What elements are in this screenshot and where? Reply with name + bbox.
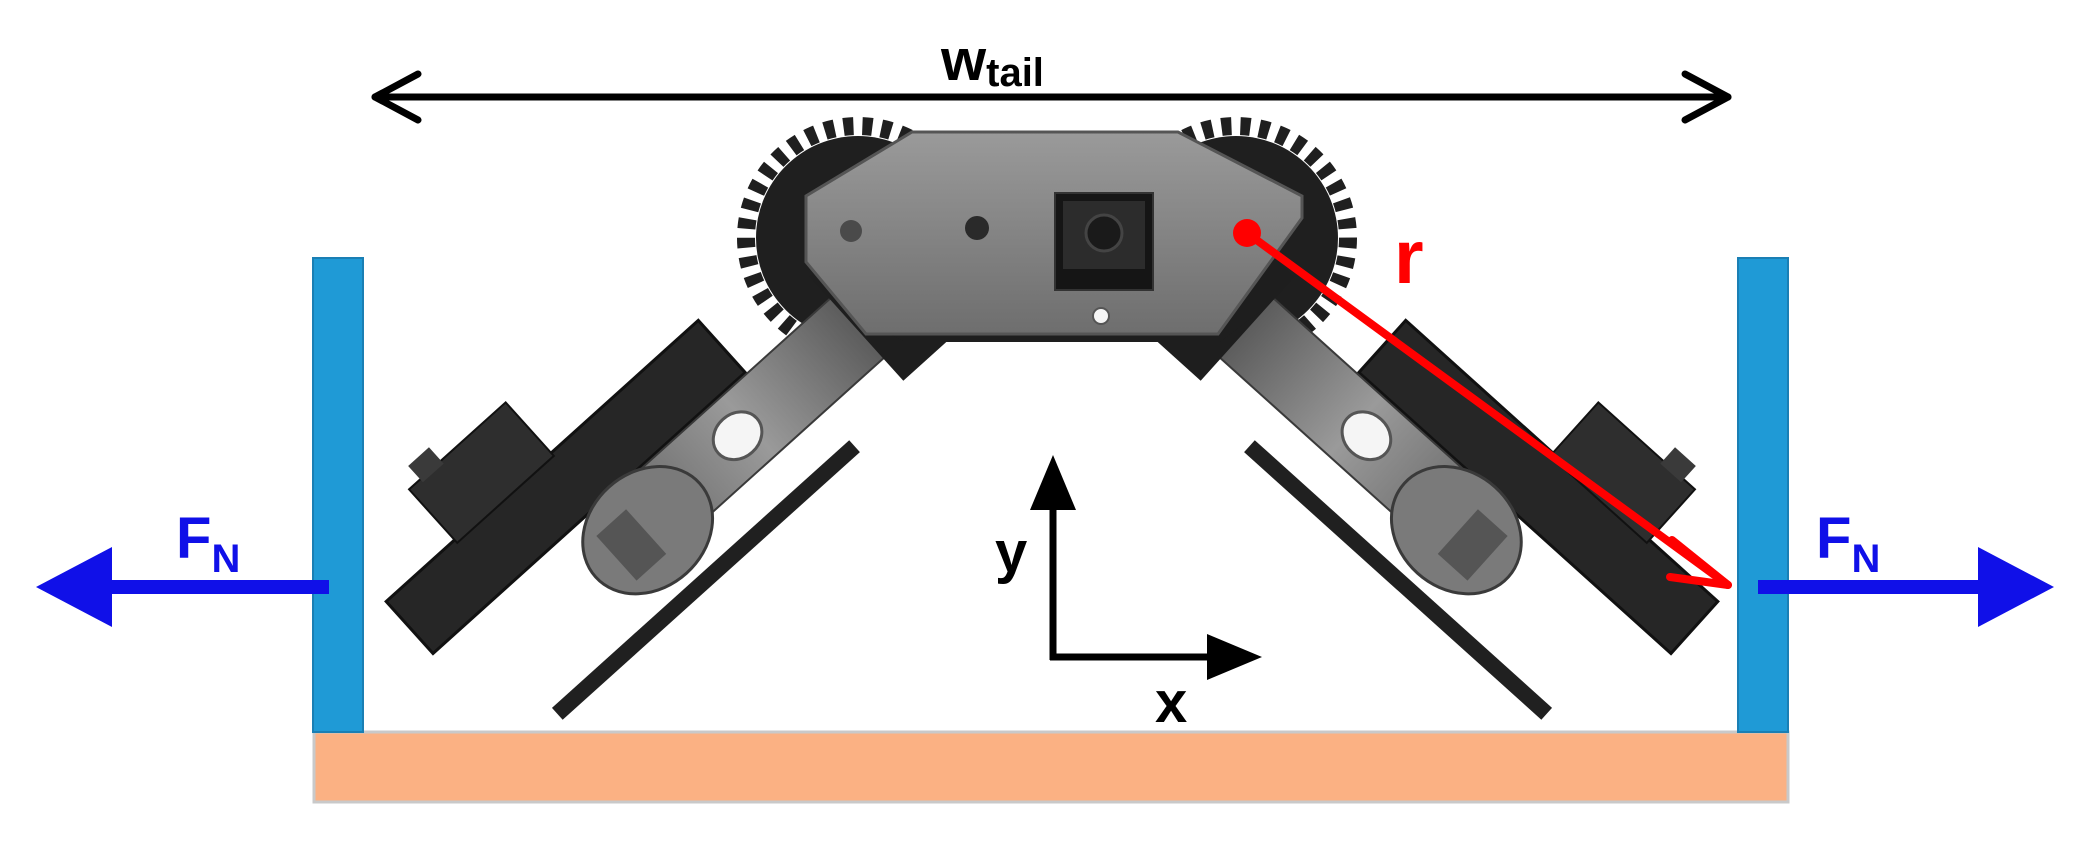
radius-arrow <box>1243 229 1732 589</box>
coordinate-axes <box>1030 455 1262 680</box>
right-arm <box>1148 229 1720 720</box>
body-hole-icon <box>840 220 862 242</box>
right-wall <box>1737 257 1789 733</box>
body-hole-icon <box>1092 307 1110 325</box>
left-normal-force-arrow <box>36 547 329 627</box>
right-normal-force-arrow <box>1758 547 2054 627</box>
width-dimension-arrow <box>371 70 1732 124</box>
y-axis-label: y <box>995 520 1027 585</box>
width-label: wtail <box>940 28 1044 95</box>
camera-icon <box>1054 192 1154 291</box>
robot <box>384 117 1720 720</box>
radius-origin-dot <box>1233 219 1261 247</box>
right-force-label: FN <box>1816 506 1880 581</box>
ground-slab <box>312 730 1790 804</box>
left-force-label: FN <box>176 506 240 581</box>
body-hole-icon <box>965 216 989 240</box>
x-axis-label: x <box>1155 670 1187 735</box>
radius-label: r <box>1394 215 1424 300</box>
left-wall <box>312 257 364 733</box>
